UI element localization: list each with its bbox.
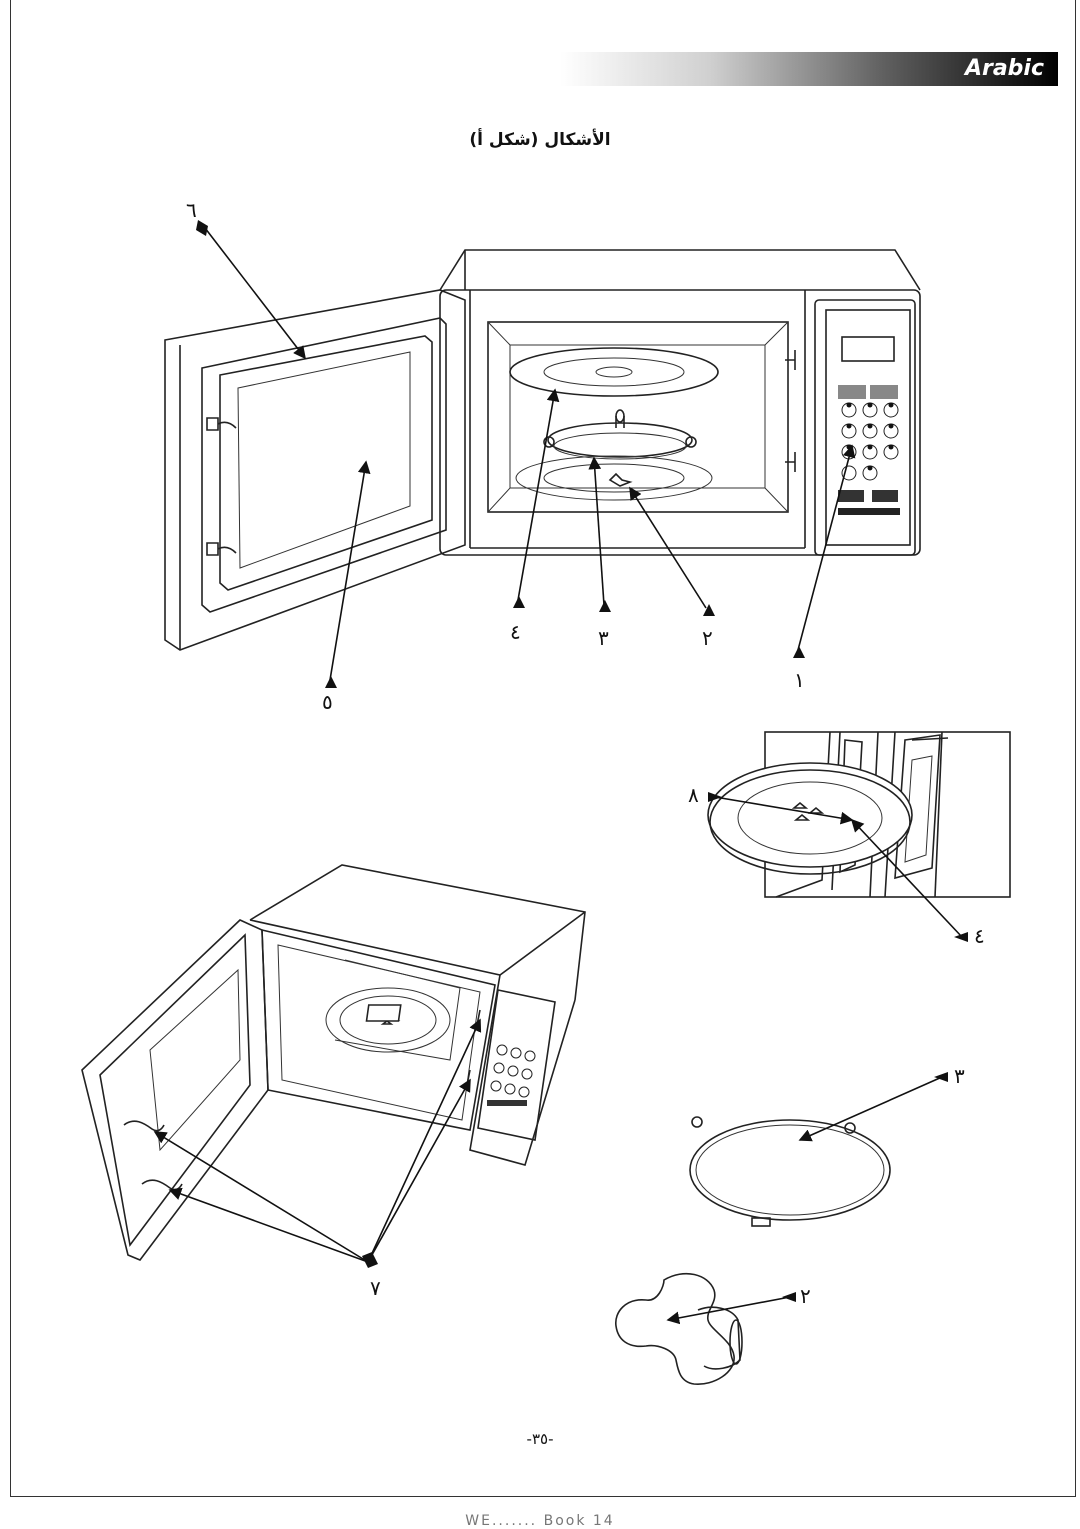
microwave-perspective-view [81,864,586,1261]
callout-arrows [153,220,968,1325]
callout-5: ٥ [322,690,333,714]
callout-7: ٧ [370,1276,381,1300]
callout-8: ٨ [688,783,699,807]
glass-tray-part [707,762,913,875]
callout-6: ٦ [186,198,197,222]
coupler-part [615,1272,743,1385]
roller-ring-part [689,1116,891,1227]
page-number: -٣٥- [526,1430,554,1448]
callout-4: ٤ [510,620,521,644]
microwave-door [164,289,466,651]
language-banner: Arabic [560,52,1058,86]
microwave-front-view [439,249,921,556]
callout-2-part: ٢ [800,1284,811,1308]
callout-3-part: ٣ [954,1064,965,1088]
callout-1: ١ [794,668,805,692]
language-label: Arabic [964,56,1044,81]
page-frame [10,0,1076,1497]
callout-4-part: ٤ [974,924,985,948]
callout-3: ٣ [598,626,609,650]
footer-text: WE....... Book 14 [465,1513,615,1529]
figure-title: الأشكال (شكل أ) [469,130,611,150]
callout-2: ٢ [702,626,713,650]
